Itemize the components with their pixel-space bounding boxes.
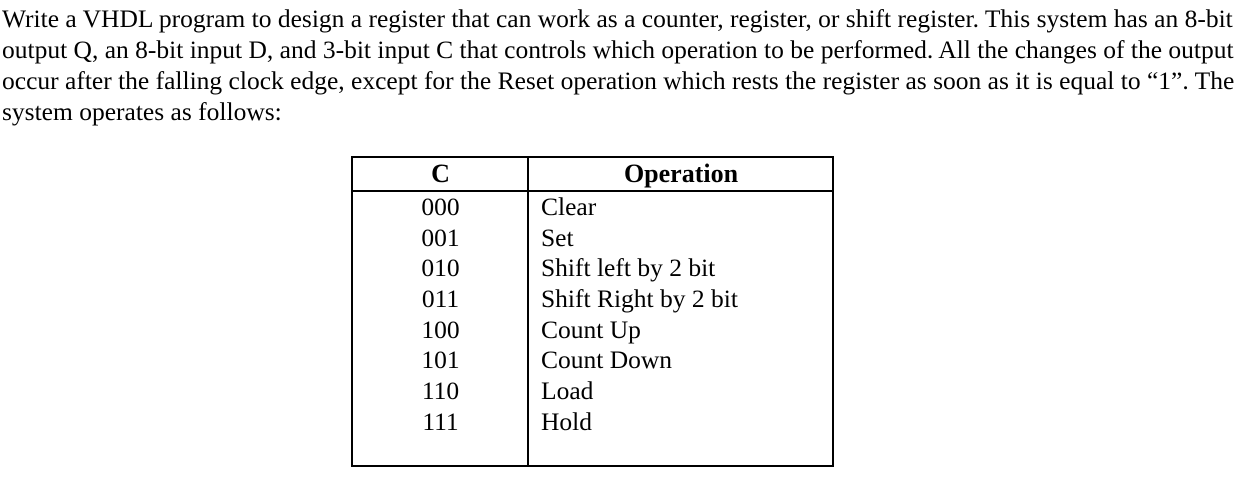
table-row: 101 Count Down	[353, 345, 832, 376]
cell-operation: Hold	[541, 406, 592, 436]
table-row: 011 Shift Right by 2 bit	[353, 284, 832, 315]
cell-c: 110	[421, 376, 460, 406]
cell-c: 111	[422, 406, 459, 436]
table-body: 000 Clear 001 Set 010 Shift left by 2 bit 011 S…	[353, 192, 832, 438]
cell-c: 001	[421, 222, 460, 252]
cell-c: 100	[421, 314, 460, 344]
header-operation: Operation	[623, 159, 739, 188]
header-c: C	[431, 159, 450, 188]
table-header: C Operation	[353, 158, 832, 192]
cell-operation: Set	[541, 222, 574, 252]
cell-c: 000	[421, 192, 460, 221]
cell-operation: Shift left by 2 bit	[541, 253, 716, 283]
cell-operation: Load	[541, 376, 594, 406]
cell-operation: Count Down	[541, 345, 673, 375]
table-row: 001 Set	[353, 223, 832, 254]
table-row: 110 Load	[353, 376, 832, 407]
column-divider	[527, 158, 529, 465]
table-row: 000 Clear	[353, 192, 832, 223]
cell-operation: Clear	[541, 192, 597, 221]
cell-c: 101	[421, 345, 460, 375]
cell-c: 010	[421, 253, 460, 283]
operation-table: C Operation 000 Clear 001 Set 010 Shift left …	[351, 156, 834, 467]
table-row: 111 Hold	[353, 407, 832, 438]
cell-operation: Shift Right by 2 bit	[541, 284, 738, 314]
problem-statement: Write a VHDL program to design a registe…	[2, 4, 1235, 126]
cell-c: 011	[421, 284, 460, 314]
table-row: 100 Count Up	[353, 315, 832, 346]
table-row: 010 Shift left by 2 bit	[353, 253, 832, 284]
cell-operation: Count Up	[541, 314, 641, 344]
